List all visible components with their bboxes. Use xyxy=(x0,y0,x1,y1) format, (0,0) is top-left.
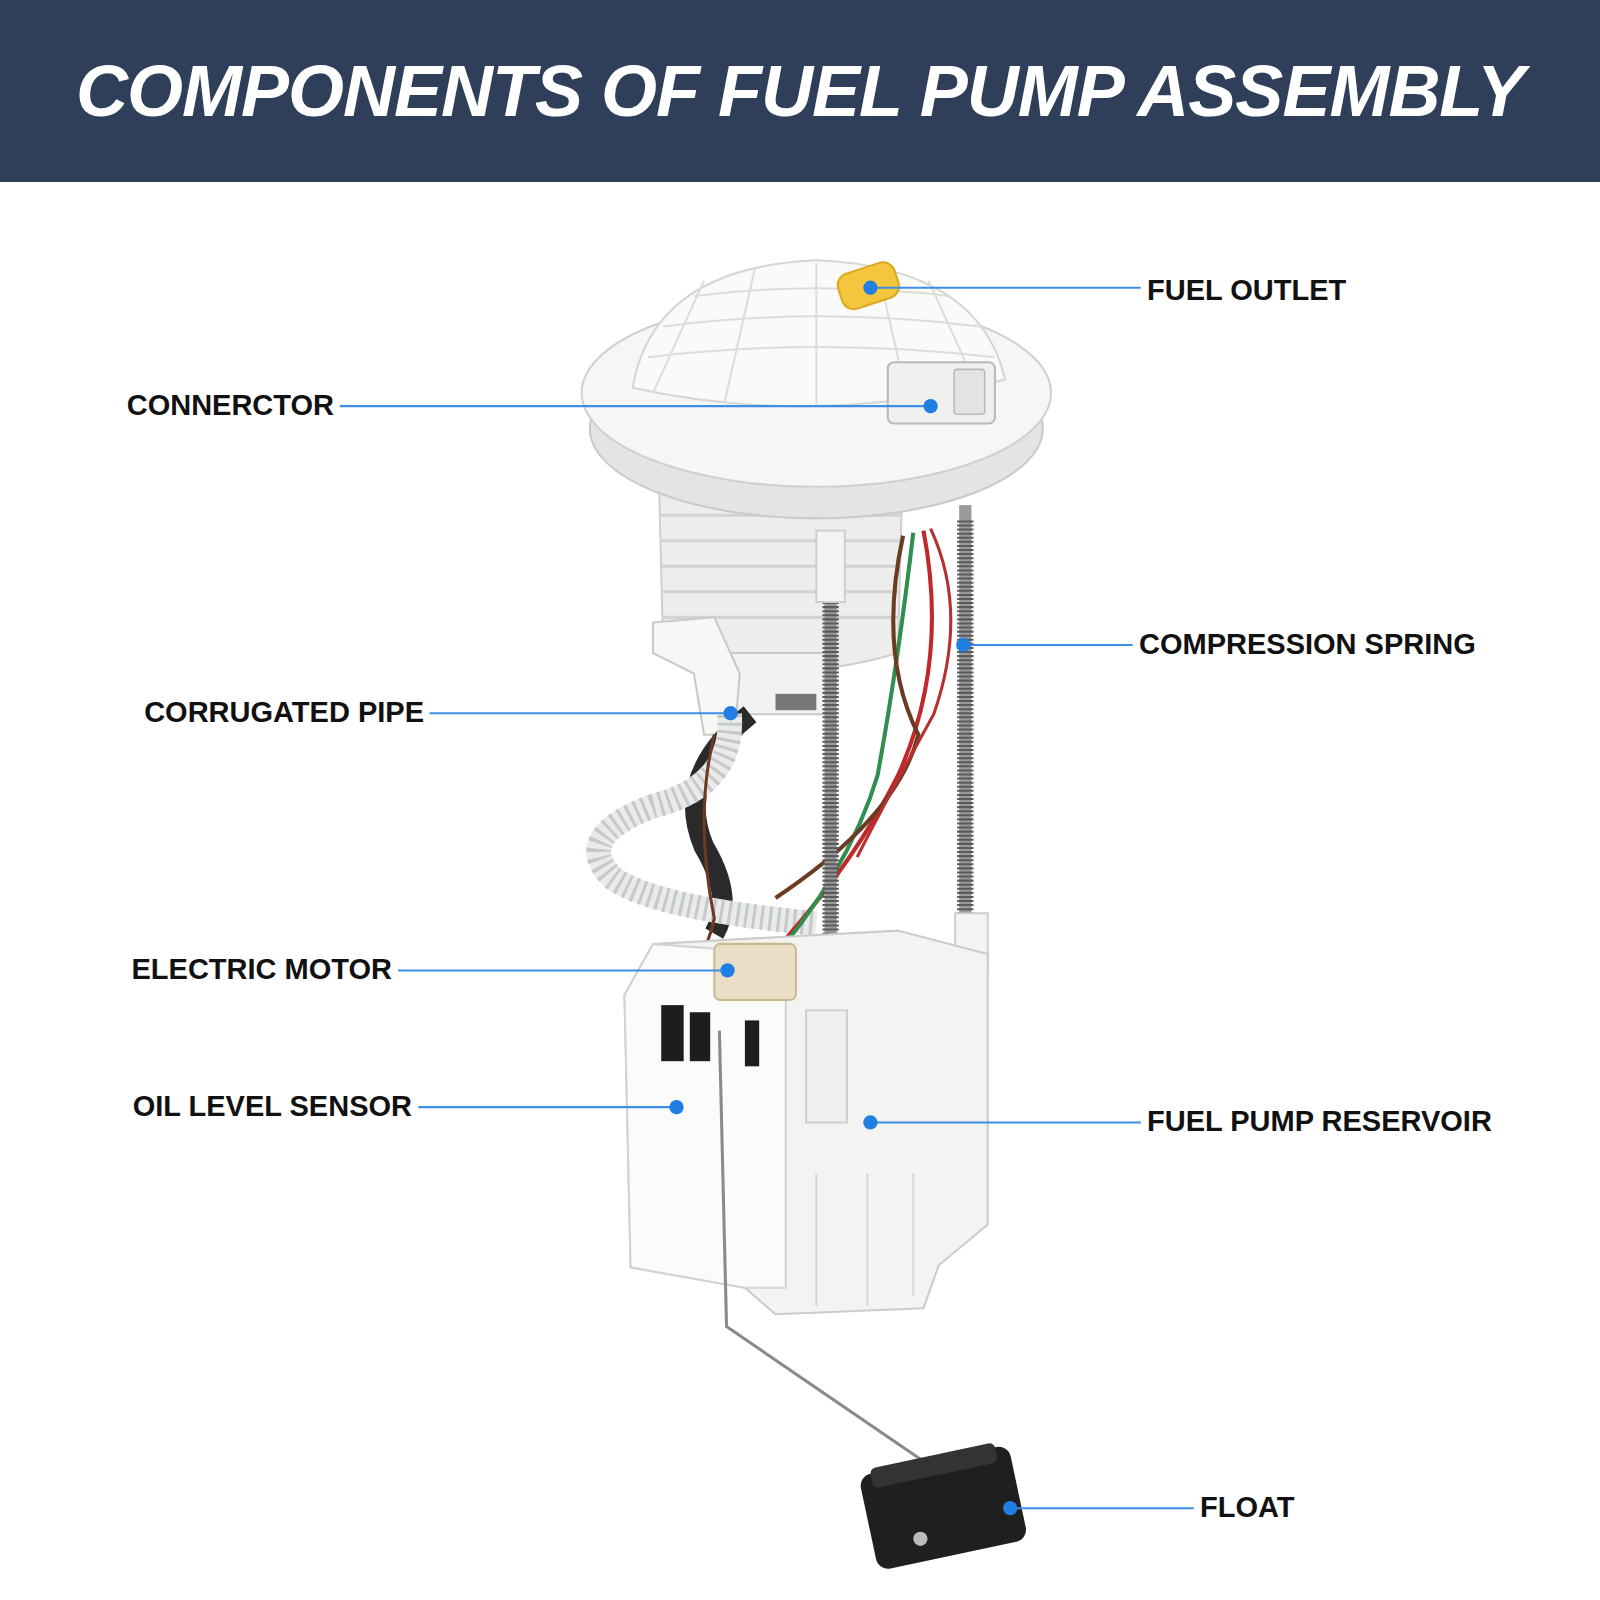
title-text: COMPONENTS OF FUEL PUMP ASSEMBLY xyxy=(0,0,1600,182)
part-label: ELECTRIC MOTOR xyxy=(132,954,392,986)
part-label: FUEL OUTLET xyxy=(1147,275,1346,307)
part-label: OIL LEVEL SENSOR xyxy=(133,1091,412,1123)
part-label: CORRUGATED PIPE xyxy=(144,697,424,729)
part-label: CONNERCTOR xyxy=(127,390,334,422)
part-label: FUEL PUMP RESERVOIR xyxy=(1147,1106,1492,1138)
part-label: COMPRESSION SPRING xyxy=(1139,629,1476,661)
part-label: FLOAT xyxy=(1200,1492,1295,1524)
